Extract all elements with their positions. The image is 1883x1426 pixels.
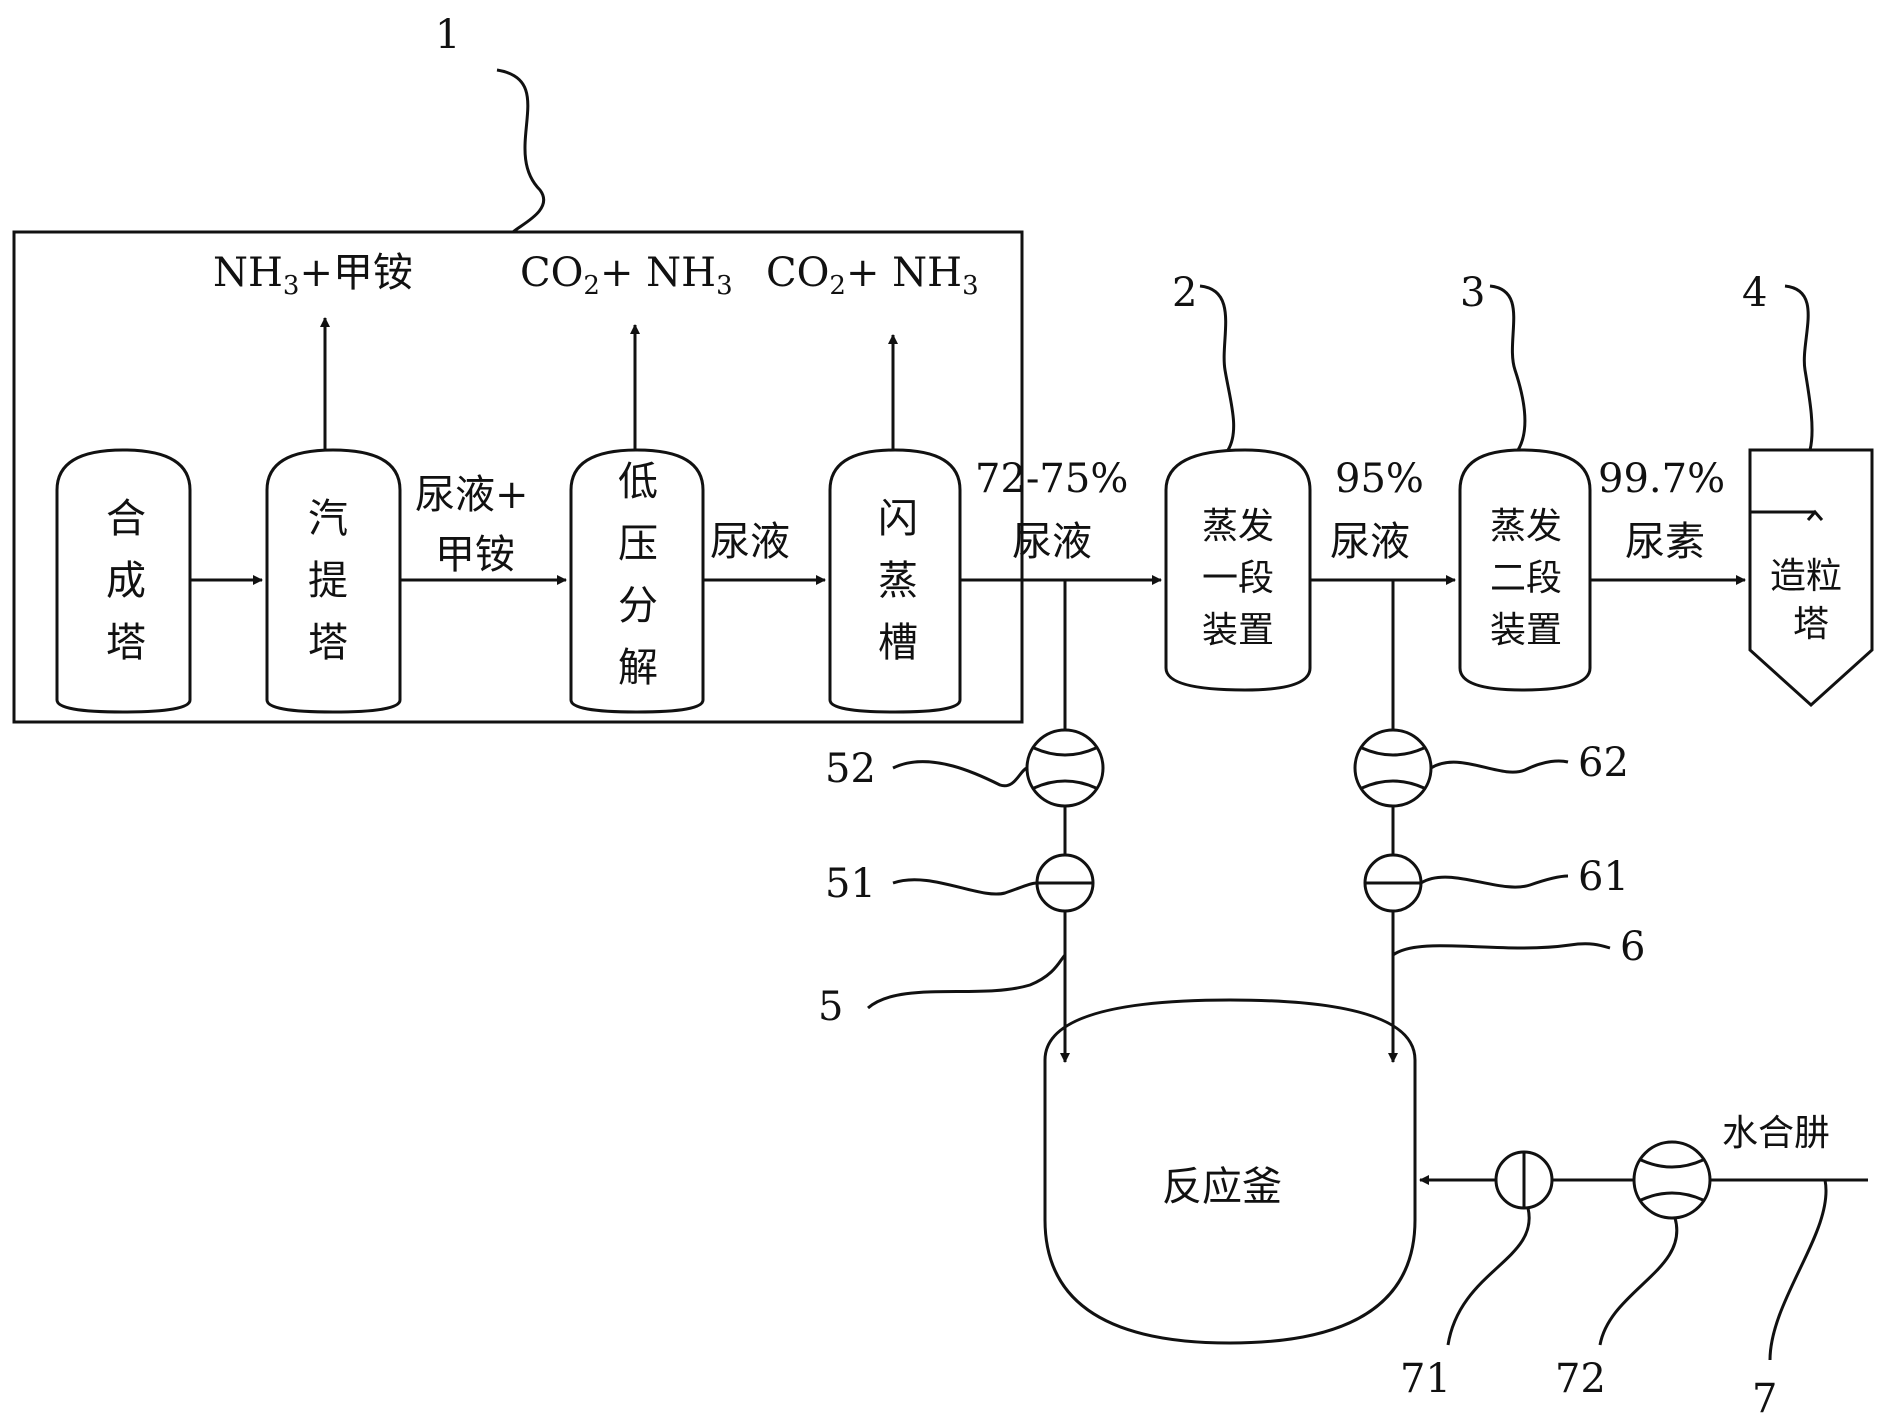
pump-52-symbol (1033, 746, 1097, 790)
leader-line-6 (1392, 942, 1611, 957)
synthesis-tower-label-3: 塔 (106, 620, 146, 666)
unit-1-boundary-box (12, 230, 1024, 724)
stream-label-urea-carbamate-1: 尿液+ (415, 472, 529, 518)
leader-line-71 (1446, 1207, 1531, 1346)
leader-line-72 (1598, 1217, 1679, 1346)
leader-line-3 (1489, 284, 1527, 451)
prilling-tower-vessel (1748, 448, 1874, 708)
leader-line-1 (496, 68, 545, 234)
stream-label-urea-carbamate-2: 甲铵 (435, 532, 515, 578)
leader-line-5 (867, 953, 1067, 1010)
ref-51: 51 (825, 861, 876, 907)
ref-62: 62 (1578, 740, 1629, 786)
evap2-label-3: 装置 (1490, 610, 1562, 651)
evap2-label-2: 二段 (1490, 558, 1562, 599)
synthesis-tower-vessel (55, 448, 192, 714)
prilling-tower-inner-line (1750, 509, 1824, 521)
pump-52 (1025, 728, 1105, 808)
stream-label-95-pct: 95% (1335, 456, 1424, 502)
prill-label-1: 造粒 (1770, 556, 1842, 597)
stripper-label-3: 塔 (308, 620, 348, 666)
evaporator-stage-1-vessel (1164, 448, 1312, 692)
pump-62-symbol (1361, 746, 1425, 790)
flash-tank-label-1: 闪 (878, 496, 918, 542)
ref-5: 5 (818, 984, 843, 1030)
hydrazine-label: 水合肼 (1722, 1113, 1830, 1154)
ref-72: 72 (1555, 1356, 1606, 1402)
leader-line-61 (1420, 874, 1569, 889)
stream-label-72-75-pct: 72-75% (975, 456, 1128, 502)
leader-line-4 (1784, 284, 1814, 451)
ref-2: 2 (1172, 270, 1197, 316)
stream-label-99-7-pct: 99.7% (1598, 456, 1725, 502)
ref-52: 52 (825, 746, 876, 792)
ref-61: 61 (1578, 854, 1629, 900)
evap1-label-1: 蒸发 (1202, 506, 1274, 547)
low-pressure-label-2: 压 (618, 521, 658, 567)
stripper-vessel (265, 448, 402, 714)
gas-label-flash: CO2+ NH3 (766, 250, 979, 301)
stripper-label-2: 提 (308, 558, 348, 604)
synthesis-tower-label-2: 成 (106, 558, 146, 604)
leader-line-51 (892, 878, 1038, 896)
low-pressure-decomposer-vessel (569, 448, 705, 714)
prill-label-2: 塔 (1793, 604, 1829, 645)
gas-label-stripper: NH3+甲铵 (213, 250, 413, 301)
evap1-label-3: 装置 (1202, 610, 1274, 651)
evap1-label-2: 一段 (1202, 558, 1274, 599)
ref-3: 3 (1460, 270, 1485, 316)
low-pressure-label-4: 解 (618, 645, 658, 691)
low-pressure-label-1: 低 (618, 459, 658, 505)
ref-1: 1 (435, 12, 460, 58)
low-pressure-label-3: 分 (618, 583, 658, 629)
flash-tank-vessel (828, 448, 962, 714)
ref-4: 4 (1742, 270, 1767, 316)
stripper-label-1: 汽 (308, 496, 348, 542)
reactor-label: 反应釜 (1162, 1164, 1282, 1210)
stream-label-99-7-urea: 尿素 (1625, 519, 1705, 565)
ref-71: 71 (1400, 1356, 1451, 1402)
ref-6: 6 (1620, 924, 1645, 970)
stream-label-95-urea: 尿液 (1330, 519, 1410, 565)
flash-tank-label-2: 蒸 (878, 558, 918, 604)
synthesis-tower-label-1: 合 (106, 496, 146, 542)
pump-72-symbol (1640, 1158, 1704, 1202)
ref-7: 7 (1752, 1376, 1777, 1422)
leader-line-7 (1768, 1179, 1828, 1361)
evap2-label-1: 蒸发 (1490, 506, 1562, 547)
stream-label-urea-solution: 尿液 (710, 519, 790, 565)
pump-62 (1353, 728, 1433, 808)
stream-label-72-75-urea: 尿液 (1012, 519, 1092, 565)
leader-line-2 (1199, 284, 1236, 451)
leader-line-62 (1430, 759, 1569, 774)
leader-line-52 (892, 760, 1028, 788)
evaporator-stage-2-vessel (1458, 448, 1592, 692)
pump-72 (1632, 1140, 1712, 1220)
gas-label-lp: CO2+ NH3 (520, 250, 733, 301)
reactor-vessel (1043, 998, 1417, 1345)
flash-tank-label-3: 槽 (878, 620, 918, 666)
